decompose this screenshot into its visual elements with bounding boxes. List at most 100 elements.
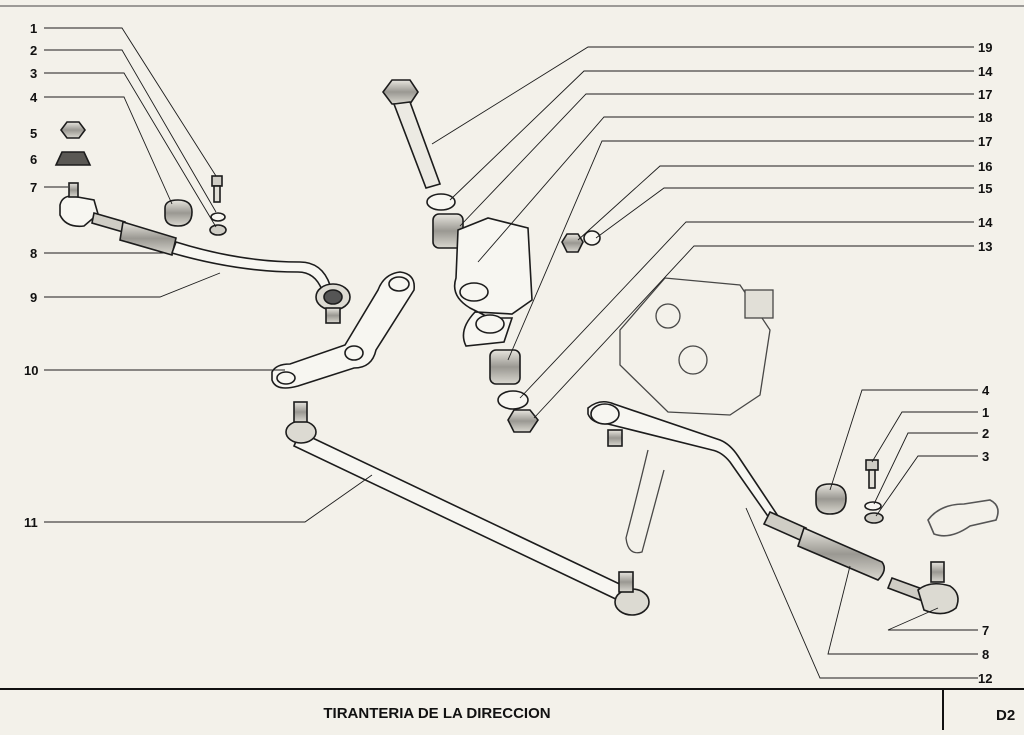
- callout-right-14a: 14: [978, 64, 993, 79]
- callout-left-9: 9: [30, 290, 37, 305]
- page-title: TIRANTERIA DE LA DIRECCION: [323, 705, 550, 722]
- right-rod-inner-joint: [590, 403, 620, 425]
- center-drag-link-11: [285, 401, 650, 616]
- leader-14-top: [449, 70, 974, 201]
- right-end-thread: [886, 576, 927, 602]
- washer-15: [583, 230, 601, 246]
- idler-arm-10: [271, 271, 416, 389]
- nut-16: [561, 233, 584, 253]
- bracket-eye-upper: [459, 282, 489, 302]
- bolt-19-shank: [392, 101, 442, 189]
- callout-right-12: 12: [978, 671, 992, 686]
- right-tie-rod-assembly: [587, 400, 999, 615]
- callout-left-8: 8: [30, 246, 37, 261]
- leader-2-right: [873, 432, 978, 505]
- bushing-17-lower: [489, 349, 521, 385]
- callout-right-19: 19: [978, 40, 992, 55]
- callout-right-13: 13: [978, 239, 992, 254]
- callout-right-15: 15: [978, 181, 992, 196]
- drag-link-left-stud: [293, 401, 308, 423]
- washer-2: [210, 212, 226, 222]
- callout-right-14b: 14: [978, 215, 993, 230]
- washer-2-right: [864, 501, 882, 511]
- callout-right-1: 1: [982, 405, 989, 420]
- leader-14-bottom: [519, 221, 974, 399]
- leader-13: [533, 245, 974, 419]
- right-rod-inner-stud: [607, 429, 623, 447]
- left-ball-stud: [68, 182, 79, 198]
- callout-left-4: 4: [30, 90, 38, 105]
- leader-lines: [44, 27, 978, 679]
- right-thread-section: [762, 510, 808, 542]
- callout-left-6: 6: [30, 152, 37, 167]
- leader-17-top: [459, 93, 974, 227]
- right-ball-stud: [930, 561, 945, 583]
- callout-right-4: 4: [982, 383, 990, 398]
- bolt-19-head: [382, 79, 419, 105]
- idler-arm-eye-end: [276, 371, 296, 385]
- leader-7-right: [887, 607, 978, 631]
- idler-arm-body: [271, 271, 416, 389]
- nut-5: [60, 121, 86, 139]
- leader-9: [44, 272, 221, 298]
- leader-3: [44, 72, 217, 228]
- steering-gear-box: [619, 277, 774, 554]
- callout-left-10: 10: [24, 363, 38, 378]
- callouts-right-bottom: 4 1 2 3 7 8 12: [978, 383, 992, 686]
- nut-3-right: [864, 512, 884, 524]
- callouts-left: 1 2 3 4 5 6 7 8 9 10 11: [24, 21, 38, 530]
- callout-left-2: 2: [30, 43, 37, 58]
- leader-16: [577, 165, 974, 241]
- page-code: D2: [996, 707, 1015, 724]
- callout-left-7: 7: [30, 180, 37, 195]
- left-tie-rod-assembly: [54, 121, 351, 324]
- callout-right-8: 8: [982, 647, 989, 662]
- leader-4: [44, 96, 173, 205]
- steering-shaft-spline: [744, 289, 774, 319]
- leader-4-right: [829, 389, 978, 491]
- mounting-bracket: [453, 217, 533, 347]
- drag-link-left-end: [285, 420, 317, 444]
- drag-link-right-end: [614, 588, 650, 616]
- leader-17-bottom: [507, 140, 974, 361]
- pitman-arm-ghost: [625, 449, 665, 554]
- bracket-assembly: [382, 79, 601, 433]
- callout-right-7: 7: [982, 623, 989, 638]
- callout-right-18: 18: [978, 110, 992, 125]
- callout-left-1: 1: [30, 21, 37, 36]
- left-rod-inner-joint-socket: [323, 289, 343, 305]
- leader-19: [431, 46, 974, 145]
- steering-box-port: [655, 303, 681, 329]
- clamp-4-right: [815, 483, 847, 515]
- callout-right-17a: 17: [978, 87, 992, 102]
- bolt-1-head: [211, 175, 223, 187]
- bolt-1-shank: [213, 185, 221, 203]
- callout-left-3: 3: [30, 66, 37, 81]
- callout-right-3: 3: [982, 449, 989, 464]
- drag-link-right-stud: [618, 571, 634, 593]
- nut-13: [507, 409, 539, 433]
- nut-3: [209, 224, 227, 236]
- leader-8-right: [827, 565, 978, 655]
- callout-right-16: 16: [978, 159, 992, 174]
- idler-arm-eye-top: [388, 276, 410, 292]
- leader-12: [745, 507, 978, 679]
- right-ball-joint-end-7: [917, 582, 959, 615]
- callouts-right-top: 19 14 17 18 17 16 15 14 13: [978, 40, 993, 254]
- end-fitting-ghost: [927, 499, 999, 537]
- drag-link-rod: [292, 430, 630, 604]
- clamp-4: [164, 199, 193, 227]
- washer-14-bottom: [497, 390, 529, 410]
- leader-18: [477, 116, 974, 263]
- steering-box-cover: [678, 345, 708, 375]
- callout-left-11: 11: [24, 515, 38, 530]
- leader-15: [595, 187, 974, 239]
- bolt-1-right-shank: [868, 469, 876, 489]
- leader-1-right: [871, 411, 978, 463]
- washer-14-top: [426, 193, 456, 211]
- leader-1: [44, 27, 217, 177]
- left-rod-inner-stud: [325, 307, 341, 324]
- leader-11: [44, 474, 373, 523]
- callout-right-2: 2: [982, 426, 989, 441]
